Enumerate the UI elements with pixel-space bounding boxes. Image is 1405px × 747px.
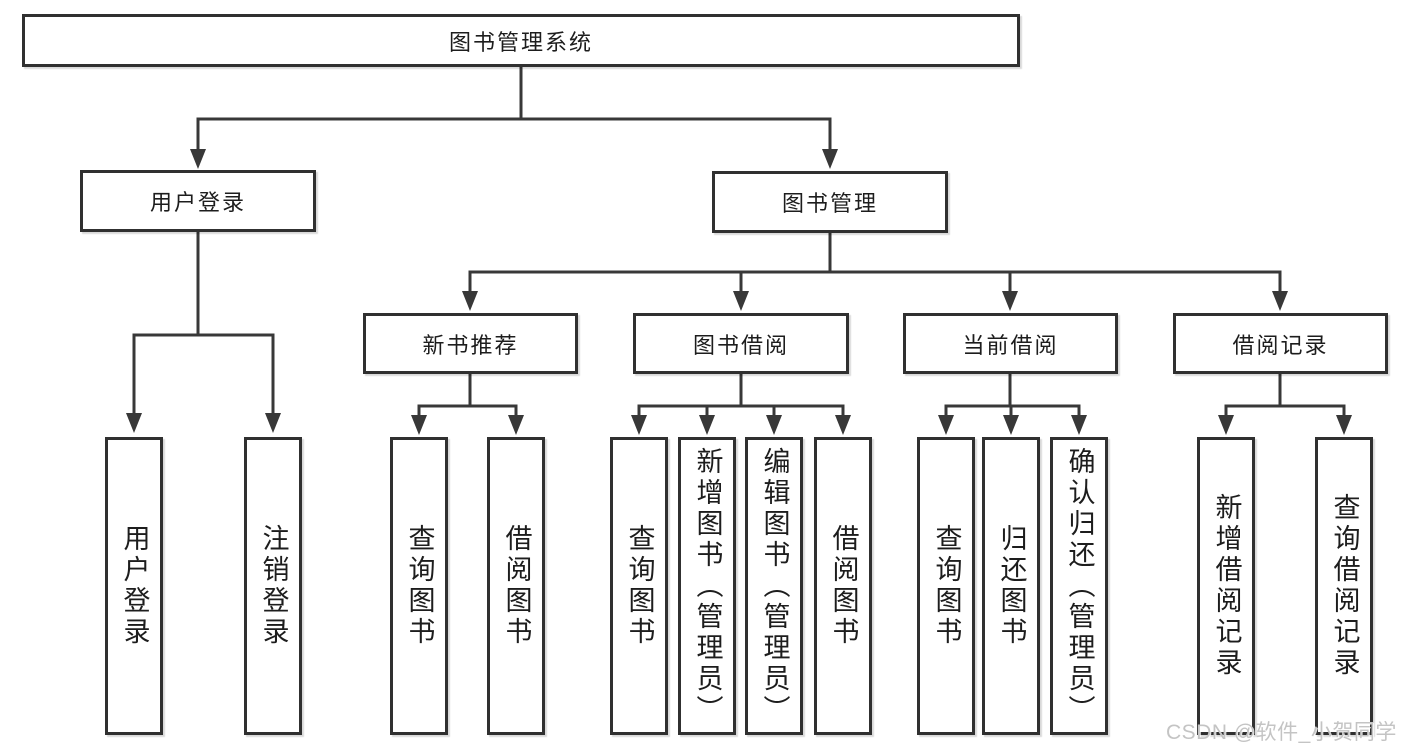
leaf-borrow-books-borrowing-label: 借阅图书 — [828, 524, 859, 648]
connector — [126, 232, 281, 433]
leaf-query-books-current: 查询图书 — [917, 437, 975, 735]
arrowhead-down-icon — [190, 149, 206, 169]
arrowhead-down-icon — [1003, 415, 1019, 435]
arrowhead-down-icon — [835, 415, 851, 435]
connector — [938, 374, 1087, 435]
node-root: 图书管理系统 — [22, 14, 1020, 67]
leaf-borrow-books-borrowing: 借阅图书 — [814, 437, 872, 735]
leaf-add-borrow-record-label: 新增借阅记录 — [1211, 493, 1242, 679]
leaf-confirm-return-admin: 确认归还（管理员） — [1050, 437, 1108, 735]
leaf-logout-label: 注销登录 — [258, 524, 289, 648]
leaf-edit-books-admin: 编辑图书（管理员） — [745, 437, 803, 735]
node-new-book-recommend-label: 新书推荐 — [422, 332, 519, 358]
leaf-user-login-label: 用户登录 — [119, 524, 150, 648]
leaf-borrow-books-recommend-label: 借阅图书 — [501, 524, 532, 648]
node-current-borrowing-label: 当前借阅 — [962, 332, 1059, 358]
leaf-borrow-books-recommend: 借阅图书 — [487, 437, 545, 735]
arrowhead-down-icon — [766, 415, 782, 435]
leaf-query-borrow-record: 查询借阅记录 — [1315, 437, 1373, 735]
node-book-management-label: 图书管理 — [781, 191, 878, 216]
leaf-query-books-borrowing: 查询图书 — [610, 437, 668, 735]
arrowhead-down-icon — [1336, 415, 1352, 435]
arrowhead-down-icon — [508, 415, 524, 435]
node-book-borrowing: 图书借阅 — [633, 313, 849, 374]
arrowhead-down-icon — [126, 413, 142, 433]
arrowhead-down-icon — [1002, 291, 1018, 311]
leaf-return-books-label: 归还图书 — [996, 524, 1027, 648]
watermark: CSDN @软件_小贺同学 — [1166, 721, 1397, 744]
node-new-book-recommend: 新书推荐 — [363, 313, 578, 374]
leaf-add-books-admin: 新增图书（管理员） — [678, 437, 736, 735]
node-user-login-label: 用户登录 — [149, 190, 246, 215]
leaf-query-books-recommend-label: 查询图书 — [404, 524, 435, 648]
connector — [462, 233, 1288, 311]
arrowhead-down-icon — [1272, 291, 1288, 311]
leaf-query-books-recommend: 查询图书 — [390, 437, 448, 735]
arrowhead-down-icon — [462, 291, 478, 311]
node-current-borrowing: 当前借阅 — [903, 313, 1118, 374]
node-borrowing-records-label: 借阅记录 — [1232, 332, 1329, 358]
node-user-login: 用户登录 — [80, 170, 316, 232]
node-borrowing-records: 借阅记录 — [1173, 313, 1388, 374]
arrowhead-down-icon — [631, 415, 647, 435]
leaf-add-borrow-record: 新增借阅记录 — [1197, 437, 1255, 735]
leaf-edit-books-admin-label: 编辑图书（管理员） — [759, 446, 790, 726]
node-book-borrowing-label: 图书借阅 — [692, 332, 789, 358]
leaf-logout: 注销登录 — [244, 437, 302, 735]
connector — [411, 374, 524, 435]
leaf-user-login: 用户登录 — [105, 437, 163, 735]
connector — [190, 67, 838, 169]
arrowhead-down-icon — [1218, 415, 1234, 435]
leaf-confirm-return-admin-label: 确认归还（管理员） — [1064, 446, 1095, 726]
arrowhead-down-icon — [1071, 415, 1087, 435]
arrowhead-down-icon — [938, 415, 954, 435]
leaf-query-books-current-label: 查询图书 — [931, 524, 962, 648]
node-root-label: 图书管理系统 — [448, 29, 593, 55]
leaf-return-books: 归还图书 — [982, 437, 1040, 735]
arrowhead-down-icon — [822, 149, 838, 169]
connector — [631, 374, 851, 435]
arrowhead-down-icon — [411, 415, 427, 435]
arrowhead-down-icon — [699, 415, 715, 435]
leaf-query-borrow-record-label: 查询借阅记录 — [1329, 493, 1360, 679]
connector — [1218, 374, 1352, 435]
node-book-management: 图书管理 — [712, 171, 948, 233]
leaf-query-books-borrowing-label: 查询图书 — [624, 524, 655, 648]
arrowhead-down-icon — [733, 291, 749, 311]
arrowhead-down-icon — [265, 413, 281, 433]
leaf-add-books-admin-label: 新增图书（管理员） — [692, 446, 723, 726]
